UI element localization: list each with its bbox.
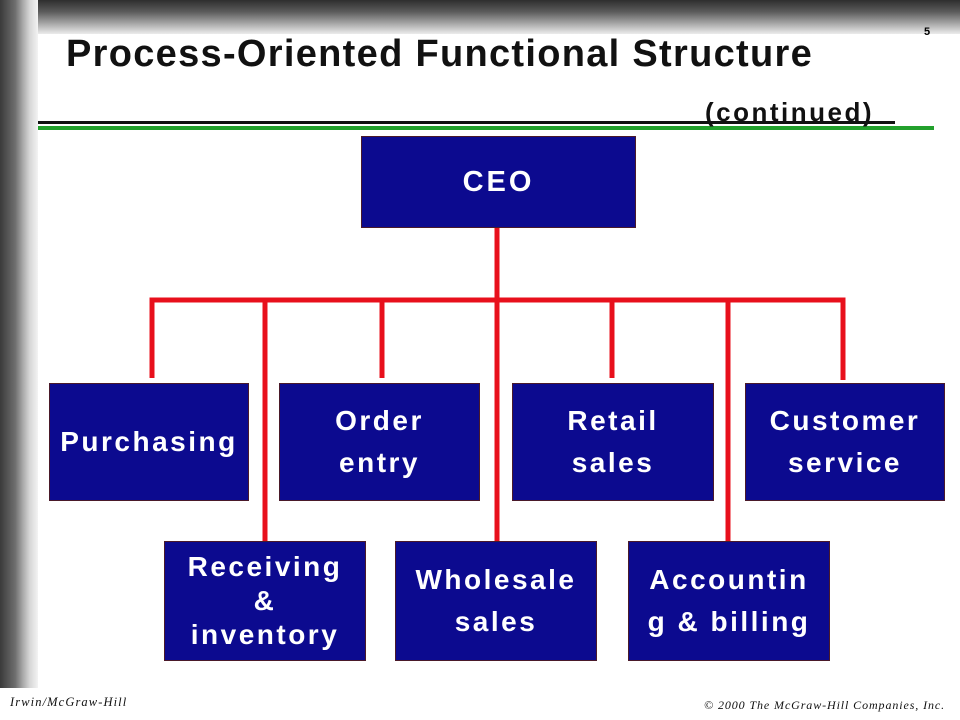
footer-copyright: © 2000 The McGraw-Hill Companies, Inc. — [704, 698, 945, 712]
org-box-label: Accountin — [649, 564, 809, 595]
slide-title: Process-Oriented Functional Structure — [66, 33, 814, 75]
title-rule-green — [38, 126, 934, 130]
org-box-label: CEO — [462, 166, 535, 198]
org-box-label: Retail — [567, 405, 659, 436]
org-box-retail-sales: Retail sales — [512, 383, 714, 501]
org-box-label: entry — [339, 447, 420, 478]
title-rule-dark — [38, 121, 895, 124]
footer-publisher: Irwin/McGraw-Hill — [10, 695, 128, 709]
slide-frame-left-shadow — [0, 0, 38, 688]
slide-frame-top-shadow — [0, 0, 960, 34]
org-box-label: & — [253, 585, 277, 616]
org-box-label: service — [787, 447, 903, 478]
slide-subtitle: (continued) — [705, 97, 875, 127]
org-box-label: inventory — [190, 619, 340, 650]
page-number: 5 — [924, 26, 931, 38]
org-box-customer-service: Customer service — [745, 383, 945, 501]
org-box-label: Purchasing — [60, 426, 238, 457]
org-box-wholesale-sales: Wholesale sales — [395, 541, 597, 661]
org-box-receiving-inventory: Receiving & inventory — [164, 541, 366, 661]
org-box-purchasing: Purchasing — [49, 383, 249, 501]
org-box-accounting-billing: Accountin g & billing — [628, 541, 830, 661]
org-box-ceo: CEO — [361, 136, 636, 228]
org-box-label: sales — [571, 447, 655, 478]
org-box-label: Customer — [769, 405, 921, 436]
org-box-label: Wholesale — [415, 564, 577, 595]
org-box-label: g & billing — [647, 606, 811, 637]
org-box-order-entry: Order entry — [279, 383, 480, 501]
org-box-label: Receiving — [187, 551, 343, 582]
org-box-label: sales — [454, 606, 538, 637]
org-box-label: Order — [335, 405, 424, 436]
